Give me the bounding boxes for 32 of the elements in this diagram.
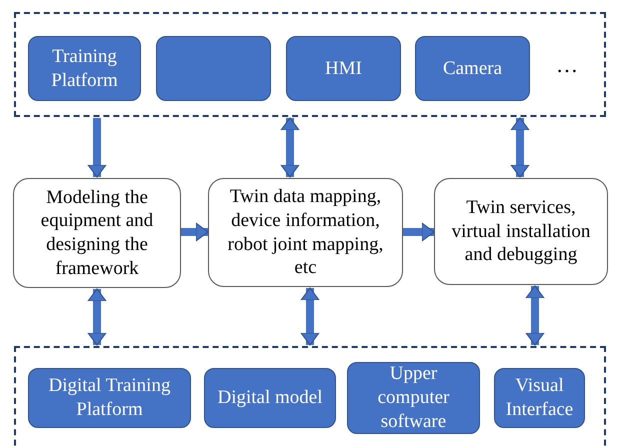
component-box: [156, 36, 271, 101]
node-label: Visual Interface: [504, 374, 574, 422]
block-arrow: [526, 286, 544, 346]
block-arrow: [403, 222, 434, 242]
process-box: [13, 178, 181, 288]
dashed-group-frame: [14, 12, 606, 117]
component-box: [204, 368, 336, 428]
component-box: [286, 36, 401, 101]
process-box: [208, 178, 403, 287]
block-arrow: [181, 222, 208, 242]
component-box: [28, 368, 191, 428]
component-box: [347, 362, 480, 434]
node-label: Camera: [442, 56, 502, 80]
dashed-group-frame: [14, 346, 606, 448]
node-label: Training Platform: [50, 44, 119, 92]
block-arrow: [88, 288, 106, 346]
node-label: Modeling the equipment and designing the framework: [40, 186, 154, 280]
block-arrow: [300, 288, 320, 346]
node-label: Twin data mapping, device information, robot joint mapping, etc: [226, 185, 384, 280]
node-label: Digital model: [217, 386, 322, 410]
component-box: [494, 368, 585, 428]
node-label: Twin services, virtual installation and debugging: [450, 196, 592, 268]
node-label: Upper computer software: [376, 362, 450, 434]
process-box: [434, 178, 608, 285]
block-arrow: [280, 118, 300, 178]
component-box: [415, 36, 530, 101]
block-arrow: [510, 118, 530, 178]
node-label: Digital Training Platform: [48, 374, 172, 422]
ellipsis-text: …: [556, 52, 578, 78]
component-box: [28, 36, 141, 101]
block-arrow: [88, 118, 106, 178]
node-label: HMI: [325, 56, 362, 80]
